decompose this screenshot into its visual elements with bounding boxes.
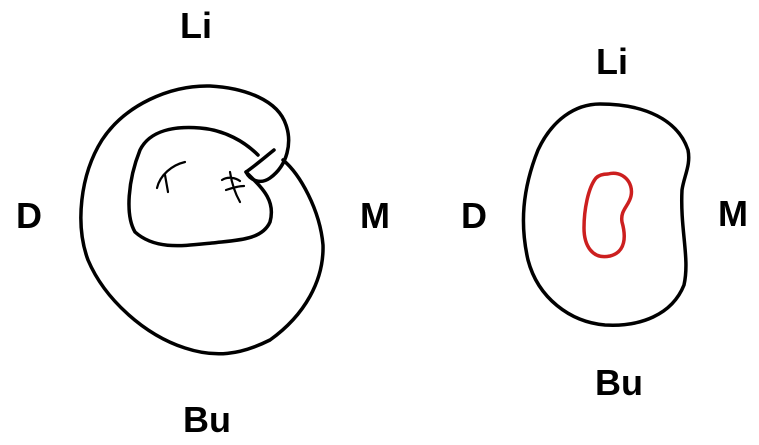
right-canal-outline [582, 171, 634, 259]
right-label-buccal: Bu [595, 362, 643, 403]
left-label-mesial: M [360, 195, 390, 236]
left-label-distal: D [16, 195, 42, 236]
left-cross-section [79, 84, 325, 356]
right-label-mesial: M [718, 193, 748, 234]
left-canal-mark-1 [155, 160, 187, 194]
right-outer-outline [521, 102, 691, 327]
left-label-lingual: Li [180, 5, 212, 46]
left-canal-mark-2 [220, 170, 246, 204]
right-label-lingual: Li [596, 41, 628, 82]
left-inner-outline [127, 125, 274, 248]
left-label-buccal: Bu [183, 399, 231, 440]
right-label-distal: D [461, 195, 487, 236]
left-outer-outline [79, 84, 325, 356]
right-cross-section [521, 102, 691, 327]
